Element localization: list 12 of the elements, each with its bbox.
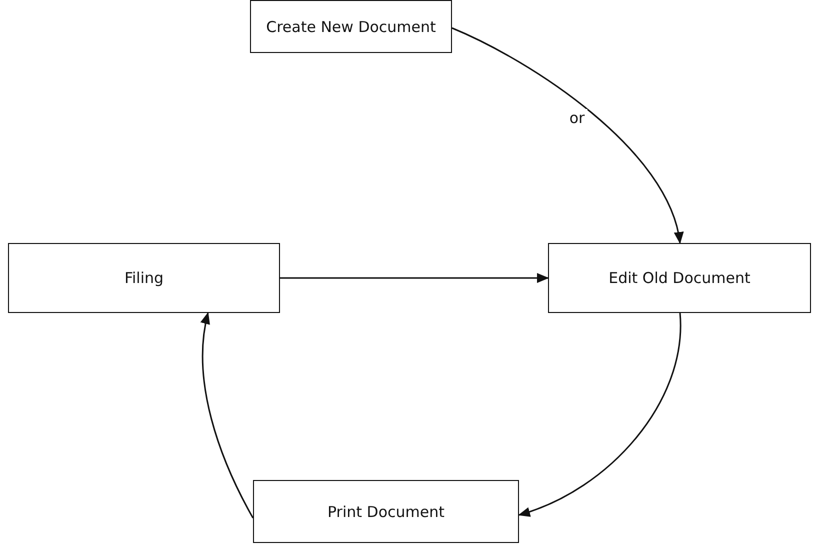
process-box — [253, 480, 519, 543]
box-label: Edit Old Document — [608, 269, 750, 287]
box-label: Create New Document — [266, 18, 436, 36]
box-label: Print Document — [328, 502, 444, 520]
process-box — [548, 243, 811, 313]
arrow — [518, 313, 681, 516]
box-label: Filing — [124, 269, 164, 287]
process-box — [250, 0, 452, 53]
arrow — [452, 27, 683, 244]
process-box — [8, 243, 280, 313]
arrow — [200, 312, 254, 518]
arrow — [280, 273, 549, 283]
